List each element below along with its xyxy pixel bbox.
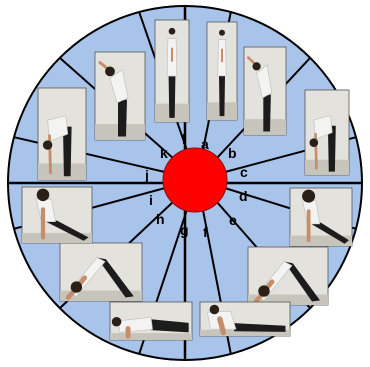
label-e: e [229, 212, 237, 228]
label-d: d [239, 188, 248, 204]
pose-photo-g [110, 302, 192, 340]
pose-photo-h [60, 243, 142, 301]
label-b: b [228, 145, 237, 161]
pose-photo-a [207, 22, 237, 120]
pose-photo-b [244, 47, 286, 135]
pose-photo-k [95, 52, 145, 140]
pose-photo-f [200, 302, 290, 336]
center-hub [163, 148, 227, 212]
label-j: j [144, 167, 149, 183]
pose-photo-i [22, 187, 92, 243]
label-l: l [182, 131, 186, 147]
pose-photo-l [155, 20, 189, 122]
label-a: a [201, 136, 209, 152]
pose-photo-c [305, 90, 349, 175]
label-h: h [156, 211, 165, 227]
label-f: f [203, 224, 208, 240]
label-k: k [160, 145, 168, 161]
label-i: i [149, 192, 153, 208]
pose-photo-j [38, 88, 86, 180]
pose-photo-e [248, 247, 328, 305]
label-g: g [180, 222, 189, 238]
label-c: c [240, 164, 248, 180]
pose-photo-d [290, 188, 352, 246]
